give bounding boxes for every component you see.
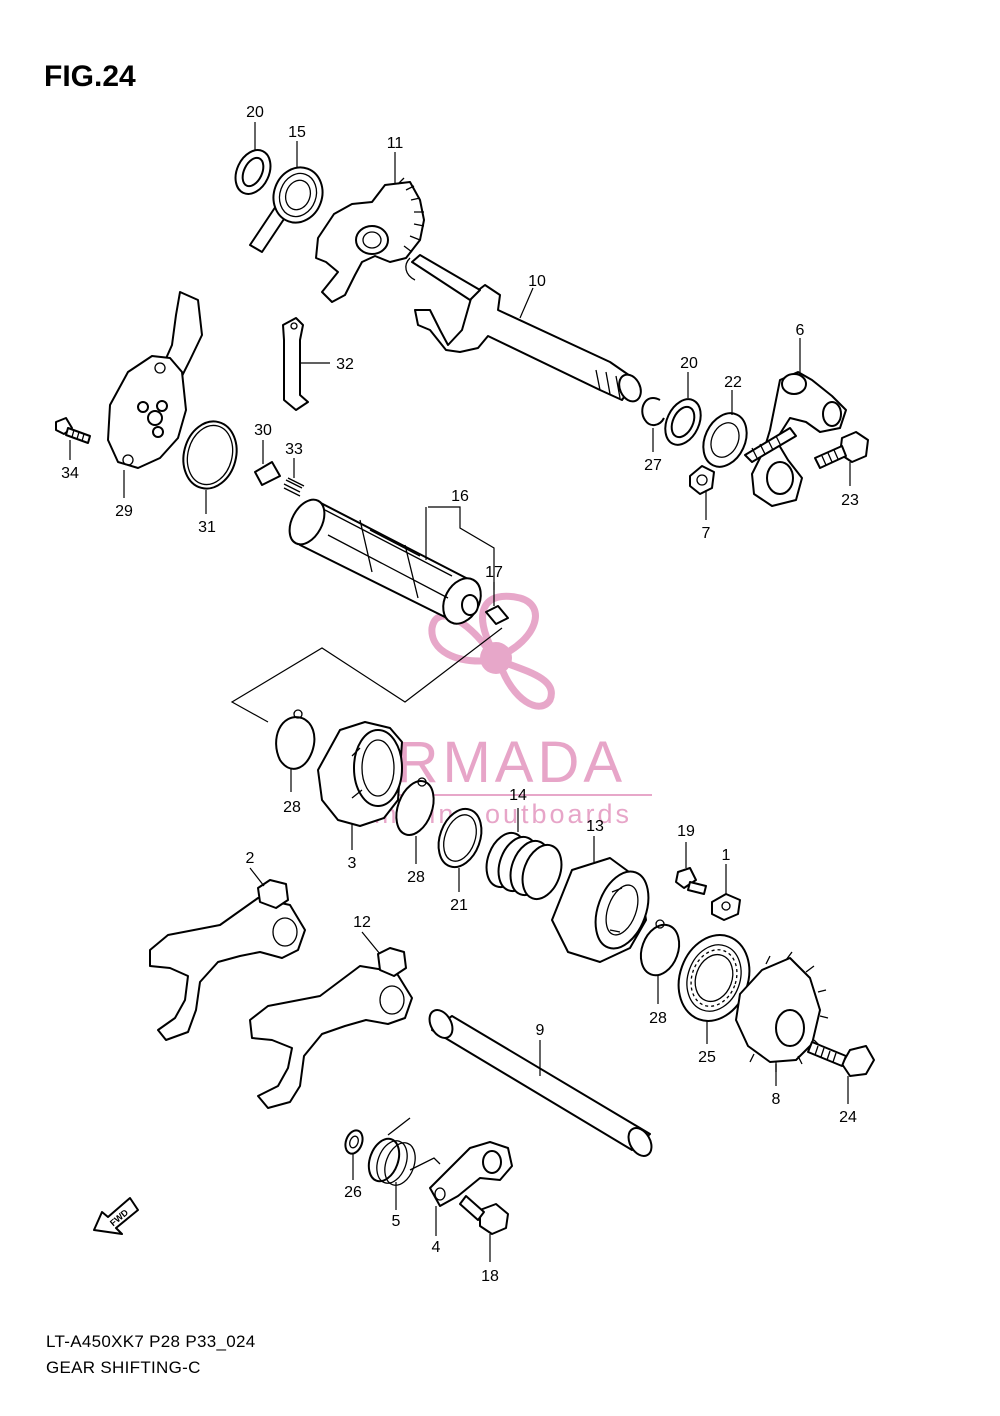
part-sector-11 xyxy=(315,177,425,303)
callout-15: 15 xyxy=(288,124,306,141)
callout-20-upper: 20 xyxy=(246,104,264,121)
fwd-arrow-icon: FWD xyxy=(93,1197,139,1235)
callout-13: 13 xyxy=(586,818,604,835)
callout-27: 27 xyxy=(644,457,662,474)
callout-16: 16 xyxy=(451,488,469,505)
part-shaft-9 xyxy=(428,1009,653,1157)
part-cam-stopper-3 xyxy=(317,721,403,827)
part-circlip-28-middle xyxy=(395,777,435,836)
model-code: LT-A450XK7 P28 P33_024 xyxy=(46,1332,256,1351)
callout-30: 30 xyxy=(254,422,272,439)
part-plate-32 xyxy=(282,317,309,411)
callout-10: 10 xyxy=(528,273,546,290)
callout-11: 11 xyxy=(387,135,404,152)
part-bolt-34 xyxy=(55,417,91,444)
callout-33: 33 xyxy=(285,441,303,458)
callout-29: 29 xyxy=(115,503,133,520)
part-nut-7 xyxy=(689,465,715,495)
part-shift-fork-12 xyxy=(249,947,413,1109)
callout-7: 7 xyxy=(702,525,711,542)
leader-lines xyxy=(69,122,851,1262)
callout-24: 24 xyxy=(839,1109,857,1126)
callout-25: 25 xyxy=(698,1049,716,1066)
part-washer-20-upper xyxy=(234,149,272,195)
callout-32: 32 xyxy=(336,356,354,373)
callout-26: 26 xyxy=(344,1184,362,1201)
part-bolt-18 xyxy=(459,1195,509,1235)
callout-28-left: 28 xyxy=(283,799,301,816)
callout-1: 1 xyxy=(722,847,731,864)
callout-19: 19 xyxy=(677,823,695,840)
callout-17: 17 xyxy=(485,564,503,581)
part-pin-30 xyxy=(254,461,281,486)
callout-18: 18 xyxy=(481,1268,499,1285)
part-oring-31 xyxy=(182,420,238,490)
callout-2: 2 xyxy=(246,850,255,867)
callout-14: 14 xyxy=(509,787,527,804)
part-circlip-28-left xyxy=(275,709,316,770)
part-oil-seal-22 xyxy=(702,412,748,468)
callout-5: 5 xyxy=(392,1213,401,1230)
part-spring-5 xyxy=(367,1117,441,1186)
part-spring-15 xyxy=(249,166,324,253)
callout-8: 8 xyxy=(772,1091,781,1108)
callout-12: 12 xyxy=(353,914,371,931)
part-spring-33 xyxy=(283,477,305,497)
part-cover-29 xyxy=(107,291,203,469)
callout-21: 21 xyxy=(450,897,468,914)
part-bolt-24 xyxy=(807,1041,875,1077)
part-washer-26 xyxy=(344,1129,364,1155)
part-washer-21 xyxy=(437,807,483,869)
callout-20-lower: 20 xyxy=(680,355,698,372)
callout-labels: 20 15 11 10 32 6 20 22 34 29 31 30 33 27… xyxy=(61,104,859,1285)
callout-4: 4 xyxy=(432,1239,441,1256)
part-circlip-28-right xyxy=(639,919,681,977)
callout-6: 6 xyxy=(796,322,805,339)
part-cam-drum-16 xyxy=(288,498,482,625)
figure-title: FIG.24 xyxy=(44,60,136,93)
watermark-hub-icon xyxy=(480,642,512,674)
part-shift-fork-2 xyxy=(149,879,306,1041)
part-hub-13 xyxy=(551,857,650,963)
callout-3: 3 xyxy=(348,855,357,872)
callout-23: 23 xyxy=(841,492,859,509)
watermark-logo xyxy=(428,592,555,710)
callout-31: 31 xyxy=(198,519,216,536)
part-shaft-10 xyxy=(405,254,642,403)
part-circlip-27 xyxy=(641,397,665,426)
part-washer-20-lower xyxy=(664,398,702,446)
part-pin-17 xyxy=(485,605,509,625)
callout-28-right: 28 xyxy=(649,1010,667,1027)
callout-22: 22 xyxy=(724,374,742,391)
part-shift-arm-6 xyxy=(744,371,847,507)
part-nut-1 xyxy=(711,893,741,921)
figure-caption: GEAR SHIFTING-C xyxy=(46,1358,201,1377)
callout-34: 34 xyxy=(61,465,79,482)
part-bolt-19 xyxy=(675,867,707,895)
part-stopper-arm-4 xyxy=(429,1141,513,1207)
callout-28-middle: 28 xyxy=(407,869,425,886)
part-spring-14 xyxy=(485,831,563,901)
callout-9: 9 xyxy=(536,1022,545,1039)
part-bolt-23 xyxy=(814,431,869,469)
